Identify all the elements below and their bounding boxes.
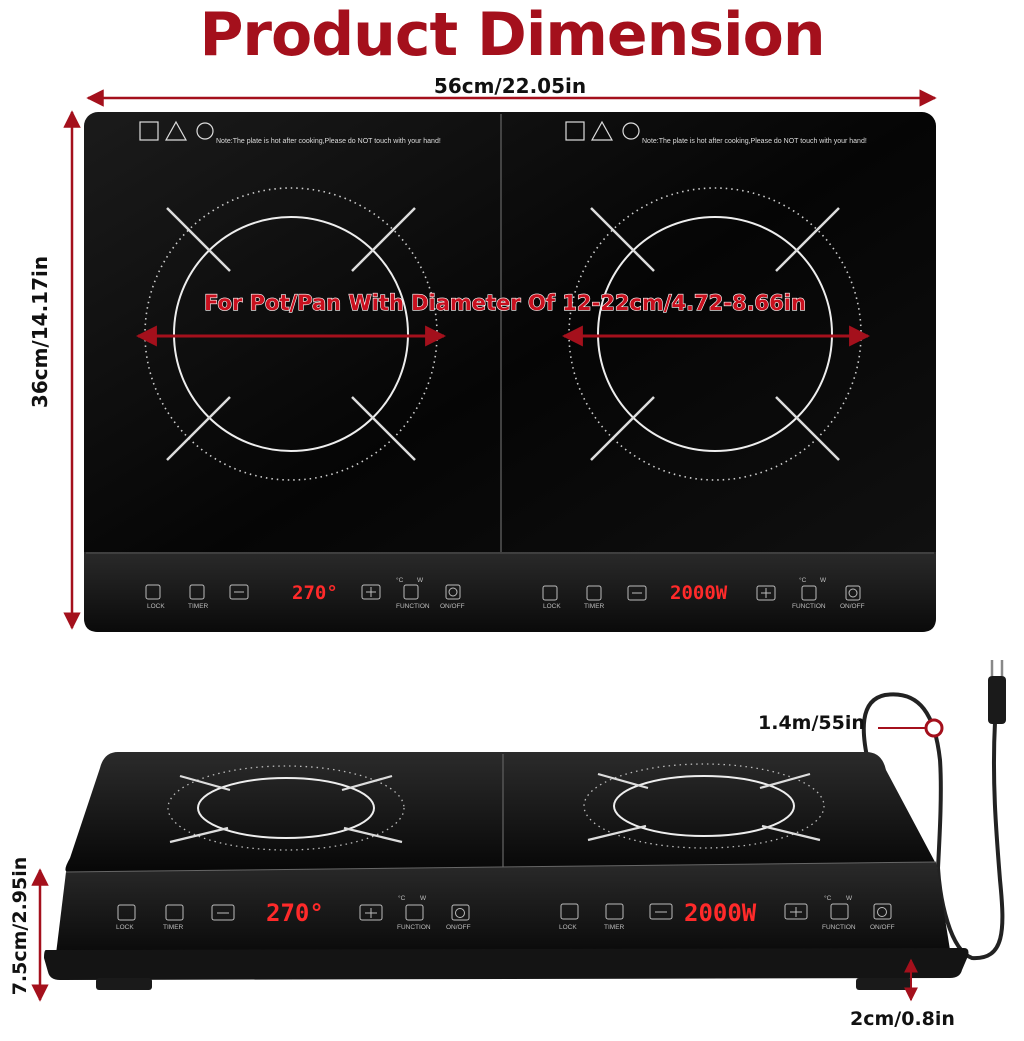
power-cord	[936, 721, 1005, 961]
warning-note-left: Note:The plate is hot after cooking,Plea…	[216, 138, 441, 145]
width-label: 56cm/22.05in	[433, 74, 587, 98]
celsius-label-right: °C	[799, 576, 807, 584]
power-display: 2000W	[670, 582, 728, 604]
lock-icon	[145, 584, 161, 600]
power-icon	[445, 584, 461, 600]
perspective-left-burner	[167, 765, 405, 851]
celsius-label-p-left: °C	[398, 894, 406, 902]
perspective-left-controls	[117, 904, 470, 921]
temperature-display: 270°	[292, 582, 338, 604]
height-label: 7.5cm/2.95in	[9, 856, 31, 996]
watt-label-p-right: W	[846, 895, 853, 902]
lock-icon	[542, 585, 558, 601]
page-title: Product Dimension	[199, 0, 825, 70]
celsius-label-left: °C	[396, 576, 404, 584]
cooktop-perspective-view: LOCK TIMER 270° °C W FUNCTION ON/OFF LOC…	[44, 660, 1006, 990]
feet-height-label: 2cm/0.8in	[850, 1008, 955, 1030]
watt-label-right: W	[820, 577, 827, 584]
timer-label-right: TIMER	[584, 603, 605, 610]
left-control-panel	[145, 584, 461, 600]
right-control-panel	[542, 585, 861, 601]
depth-label: 36cm/14.17in	[28, 255, 52, 409]
watt-label-p-left: W	[420, 895, 427, 902]
lock-label-right: LOCK	[543, 603, 561, 610]
timer-label-p-left: TIMER	[163, 924, 184, 931]
minus-icon	[627, 585, 647, 601]
cord-length-label: 1.4m/55in	[758, 712, 865, 734]
function-icon	[403, 584, 419, 600]
perspective-right-controls	[560, 903, 892, 920]
timer-label-p-right: TIMER	[604, 924, 625, 931]
lock-label-p-left: LOCK	[116, 924, 134, 931]
power-display-perspective: 2000W	[684, 899, 757, 927]
plus-icon	[756, 585, 776, 601]
timer-icon	[586, 585, 602, 601]
function-label-right: FUNCTION	[792, 603, 826, 610]
perspective-right-burner	[583, 763, 825, 849]
warning-icons-left	[139, 120, 214, 141]
pan-diameter-label: For Pot/Pan With Diameter Of 12-22cm/4.7…	[204, 291, 806, 315]
minus-icon	[229, 584, 249, 600]
function-icon	[801, 585, 817, 601]
power-icon	[845, 585, 861, 601]
cord-length-marker	[924, 718, 944, 738]
cooktop-top-view: Note:The plate is hot after cooking,Plea…	[84, 112, 936, 632]
onoff-label-p-left: ON/OFF	[446, 924, 471, 931]
plus-icon	[361, 584, 381, 600]
temperature-display-perspective: 270°	[266, 899, 324, 927]
function-label-p-right: FUNCTION	[822, 924, 856, 931]
watt-label-left: W	[417, 577, 424, 584]
timer-label-left: TIMER	[188, 603, 209, 610]
onoff-label-p-right: ON/OFF	[870, 924, 895, 931]
plug-icon	[988, 660, 1006, 724]
lock-label-p-right: LOCK	[559, 924, 577, 931]
lock-label-left: LOCK	[147, 603, 165, 610]
function-label-p-left: FUNCTION	[397, 924, 431, 931]
warning-icons-right	[565, 120, 640, 141]
celsius-label-p-right: °C	[824, 894, 832, 902]
warning-note-right: Note:The plate is hot after cooking,Plea…	[642, 138, 867, 145]
timer-icon	[189, 584, 205, 600]
function-label-left: FUNCTION	[396, 603, 430, 610]
onoff-label-right: ON/OFF	[840, 603, 865, 610]
onoff-label-left: ON/OFF	[440, 603, 465, 610]
